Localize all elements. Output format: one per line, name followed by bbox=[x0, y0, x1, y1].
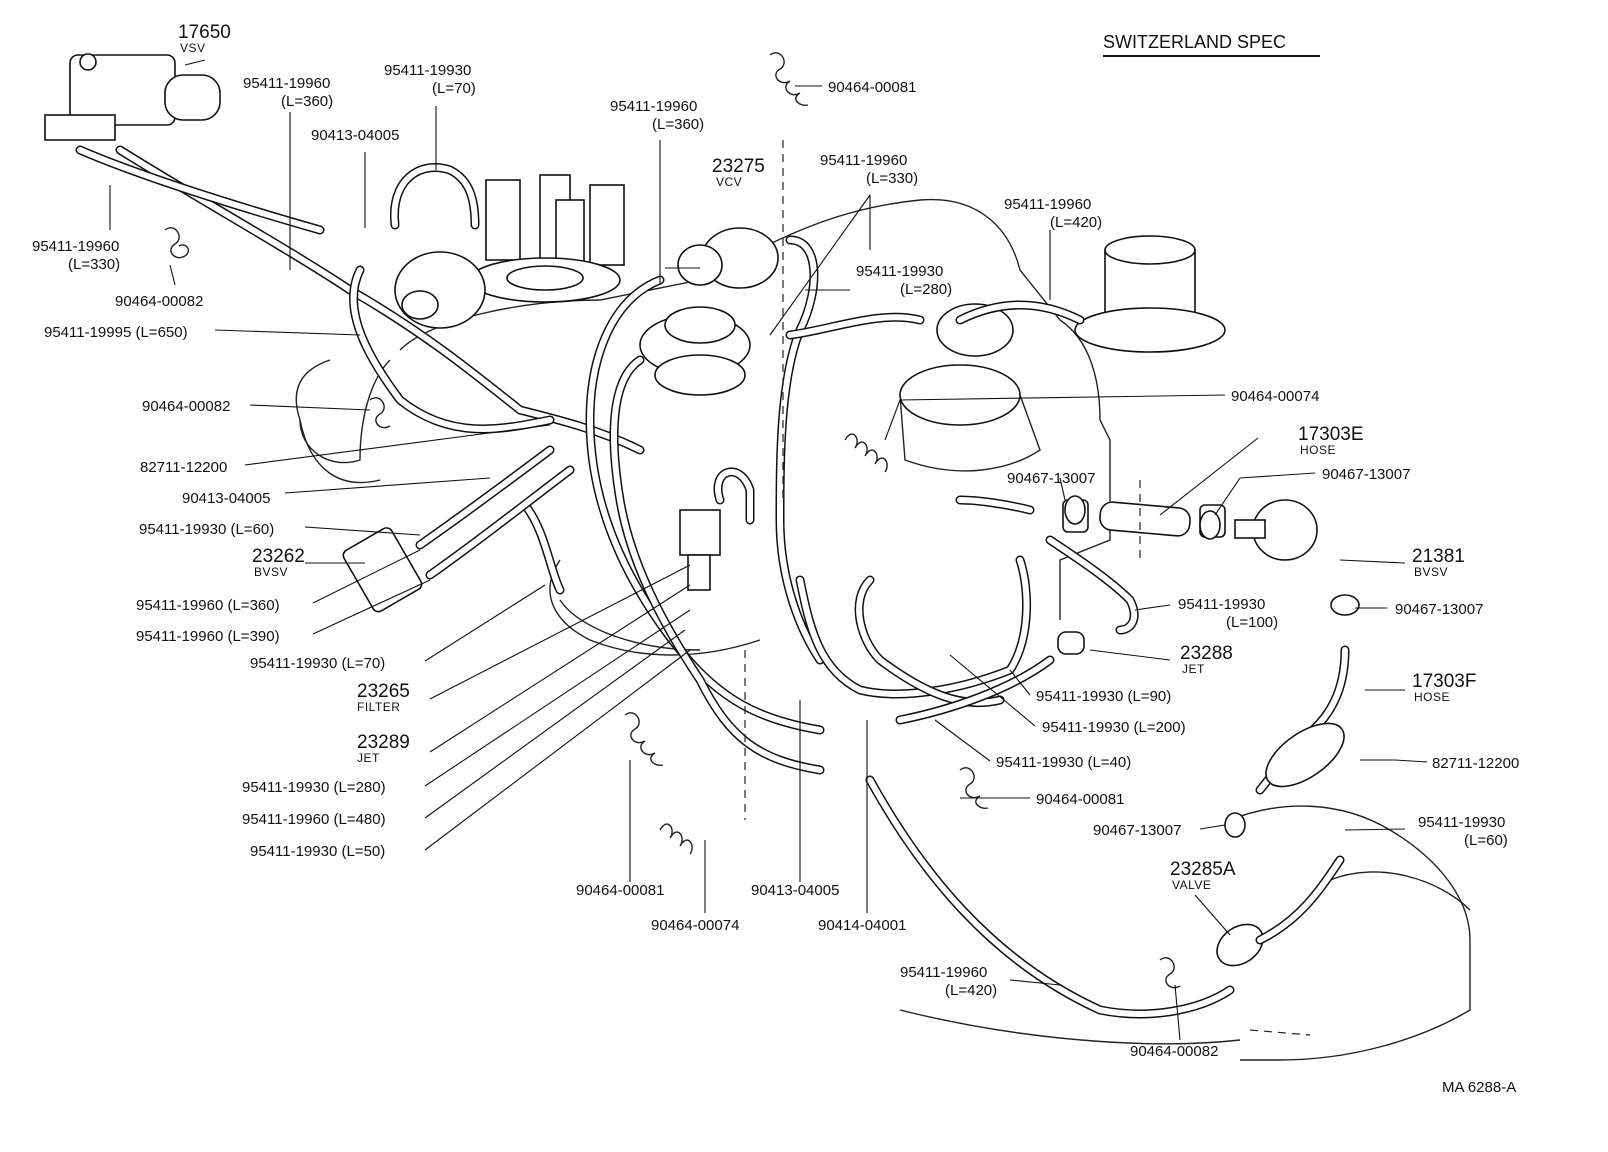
bvsv-21381 bbox=[1234, 499, 1318, 561]
label-p9: 95411-19960 bbox=[820, 152, 907, 169]
spec-title: SWITZERLAND SPEC bbox=[1103, 32, 1286, 52]
label-p15: 90413-04005 bbox=[182, 490, 270, 507]
vcv-23275 bbox=[665, 227, 779, 289]
label-p38-sub: (L=420) bbox=[945, 982, 997, 999]
canister bbox=[1074, 235, 1226, 353]
label-p31: 90467-13007 bbox=[1093, 822, 1181, 839]
label-p18: 95411-19930 (L=60) bbox=[139, 521, 274, 538]
label-valve-num: 23285A bbox=[1170, 859, 1236, 880]
leader-lines bbox=[109, 55, 1428, 1041]
label-p14: 82711-12200 bbox=[140, 459, 227, 476]
label-p38: 95411-19960 bbox=[900, 964, 987, 981]
dashed-guides bbox=[744, 140, 1311, 1036]
label-p10: 95411-19960 bbox=[1004, 196, 1091, 213]
label-p4: 95411-19960 bbox=[32, 238, 119, 255]
label-bvsv2-sub: BVSV bbox=[1414, 565, 1448, 579]
hose-17303f bbox=[1255, 645, 1350, 795]
label-p32: 95411-19930 bbox=[1418, 814, 1505, 831]
label-valve-sub: VALVE bbox=[1172, 878, 1211, 892]
label-jet1-num: 23288 bbox=[1180, 643, 1233, 664]
label-p23: 95411-19930 (L=70) bbox=[250, 655, 385, 672]
throttle-body bbox=[899, 303, 1041, 472]
label-p35: 90413-04005 bbox=[751, 882, 839, 899]
label-p25: 95411-19930 (L=200) bbox=[1042, 719, 1186, 736]
label-p17: 90467-13007 bbox=[1322, 466, 1410, 483]
label-p2-sub: (L=70) bbox=[432, 80, 476, 97]
label-p19: 95411-19960 (L=360) bbox=[136, 597, 280, 614]
label-p10-sub: (L=420) bbox=[1050, 214, 1102, 231]
label-jet1-sub: JET bbox=[1182, 662, 1205, 676]
label-p34: 90464-00081 bbox=[576, 882, 664, 899]
label-vcv-num: 23275 bbox=[712, 156, 765, 177]
part-labels: SWITZERLAND SPEC 17650 VSV 95411-19960 (… bbox=[32, 22, 1519, 1096]
label-p16: 90467-13007 bbox=[1007, 470, 1095, 487]
label-p29: 90464-00081 bbox=[1036, 791, 1124, 808]
label-hose-f-sub: HOSE bbox=[1414, 690, 1450, 704]
hoses bbox=[75, 145, 1345, 1019]
label-hose-f-num: 17303F bbox=[1412, 671, 1476, 692]
label-p8: 90464-00081 bbox=[828, 79, 916, 96]
label-p9-sub: (L=330) bbox=[866, 170, 918, 187]
label-p1-sub: (L=360) bbox=[281, 93, 333, 110]
label-p28: 95411-19930 (L=40) bbox=[996, 754, 1131, 771]
label-filter-num: 23265 bbox=[357, 681, 410, 702]
label-p32-sub: (L=60) bbox=[1464, 832, 1508, 849]
filter-23265 bbox=[679, 509, 721, 591]
label-jet2-num: 23289 bbox=[357, 732, 410, 753]
label-vsv-sub: VSV bbox=[180, 41, 206, 55]
label-p36: 90464-00074 bbox=[651, 917, 739, 934]
label-p3: 90413-04005 bbox=[311, 127, 399, 144]
bvsv-23262 bbox=[342, 527, 423, 613]
label-p6: 95411-19995 (L=650) bbox=[44, 324, 188, 341]
label-p5: 90464-00082 bbox=[115, 293, 203, 310]
label-p2: 95411-19930 bbox=[384, 62, 471, 79]
label-bvsv1-num: 23262 bbox=[252, 546, 305, 567]
valve-23285a bbox=[1216, 923, 1264, 967]
label-vcv-sub: VCV bbox=[716, 175, 742, 189]
clamps bbox=[164, 52, 1360, 989]
label-p39: 90464-00082 bbox=[1130, 1043, 1218, 1060]
label-bvsv2-num: 21381 bbox=[1412, 546, 1465, 567]
label-p24: 95411-19930 (L=90) bbox=[1036, 688, 1171, 705]
label-p20: 95411-19930 bbox=[1178, 596, 1265, 613]
label-p21: 90467-13007 bbox=[1395, 601, 1483, 618]
label-p11-sub: (L=280) bbox=[900, 281, 952, 298]
label-p30: 95411-19960 (L=480) bbox=[242, 811, 386, 828]
label-p26: 82711-12200 bbox=[1432, 755, 1519, 772]
distributor-cap bbox=[469, 174, 625, 303]
egr-valve bbox=[639, 306, 751, 396]
vsv-17650 bbox=[44, 53, 221, 141]
label-p1: 95411-19960 bbox=[243, 75, 330, 92]
label-hose-e-sub: HOSE bbox=[1300, 443, 1336, 457]
vacuum-advance bbox=[394, 251, 486, 329]
label-p12: 90464-00082 bbox=[142, 398, 230, 415]
label-p37: 90414-04001 bbox=[818, 917, 906, 934]
label-p4-sub: (L=330) bbox=[68, 256, 120, 273]
engine-outline bbox=[295, 198, 1471, 1061]
label-p27: 95411-19930 (L=280) bbox=[242, 779, 386, 796]
label-p11: 95411-19930 bbox=[856, 263, 943, 280]
label-p7: 95411-19960 bbox=[610, 98, 697, 115]
label-filter-sub: FILTER bbox=[357, 700, 400, 714]
label-p33: 95411-19930 (L=50) bbox=[250, 843, 385, 860]
label-hose-e-num: 17303E bbox=[1298, 424, 1364, 445]
label-p20-sub: (L=100) bbox=[1226, 614, 1278, 631]
jet-23288 bbox=[1057, 631, 1085, 655]
label-vsv-num: 17650 bbox=[178, 22, 231, 43]
footer-code: MA 6288-A bbox=[1442, 1079, 1516, 1096]
label-jet2-sub: JET bbox=[357, 751, 380, 765]
label-p7-sub: (L=360) bbox=[652, 116, 704, 133]
label-bvsv1-sub: BVSV bbox=[254, 565, 288, 579]
label-p13: 90464-00074 bbox=[1231, 388, 1319, 405]
label-p22: 95411-19960 (L=390) bbox=[136, 628, 280, 645]
